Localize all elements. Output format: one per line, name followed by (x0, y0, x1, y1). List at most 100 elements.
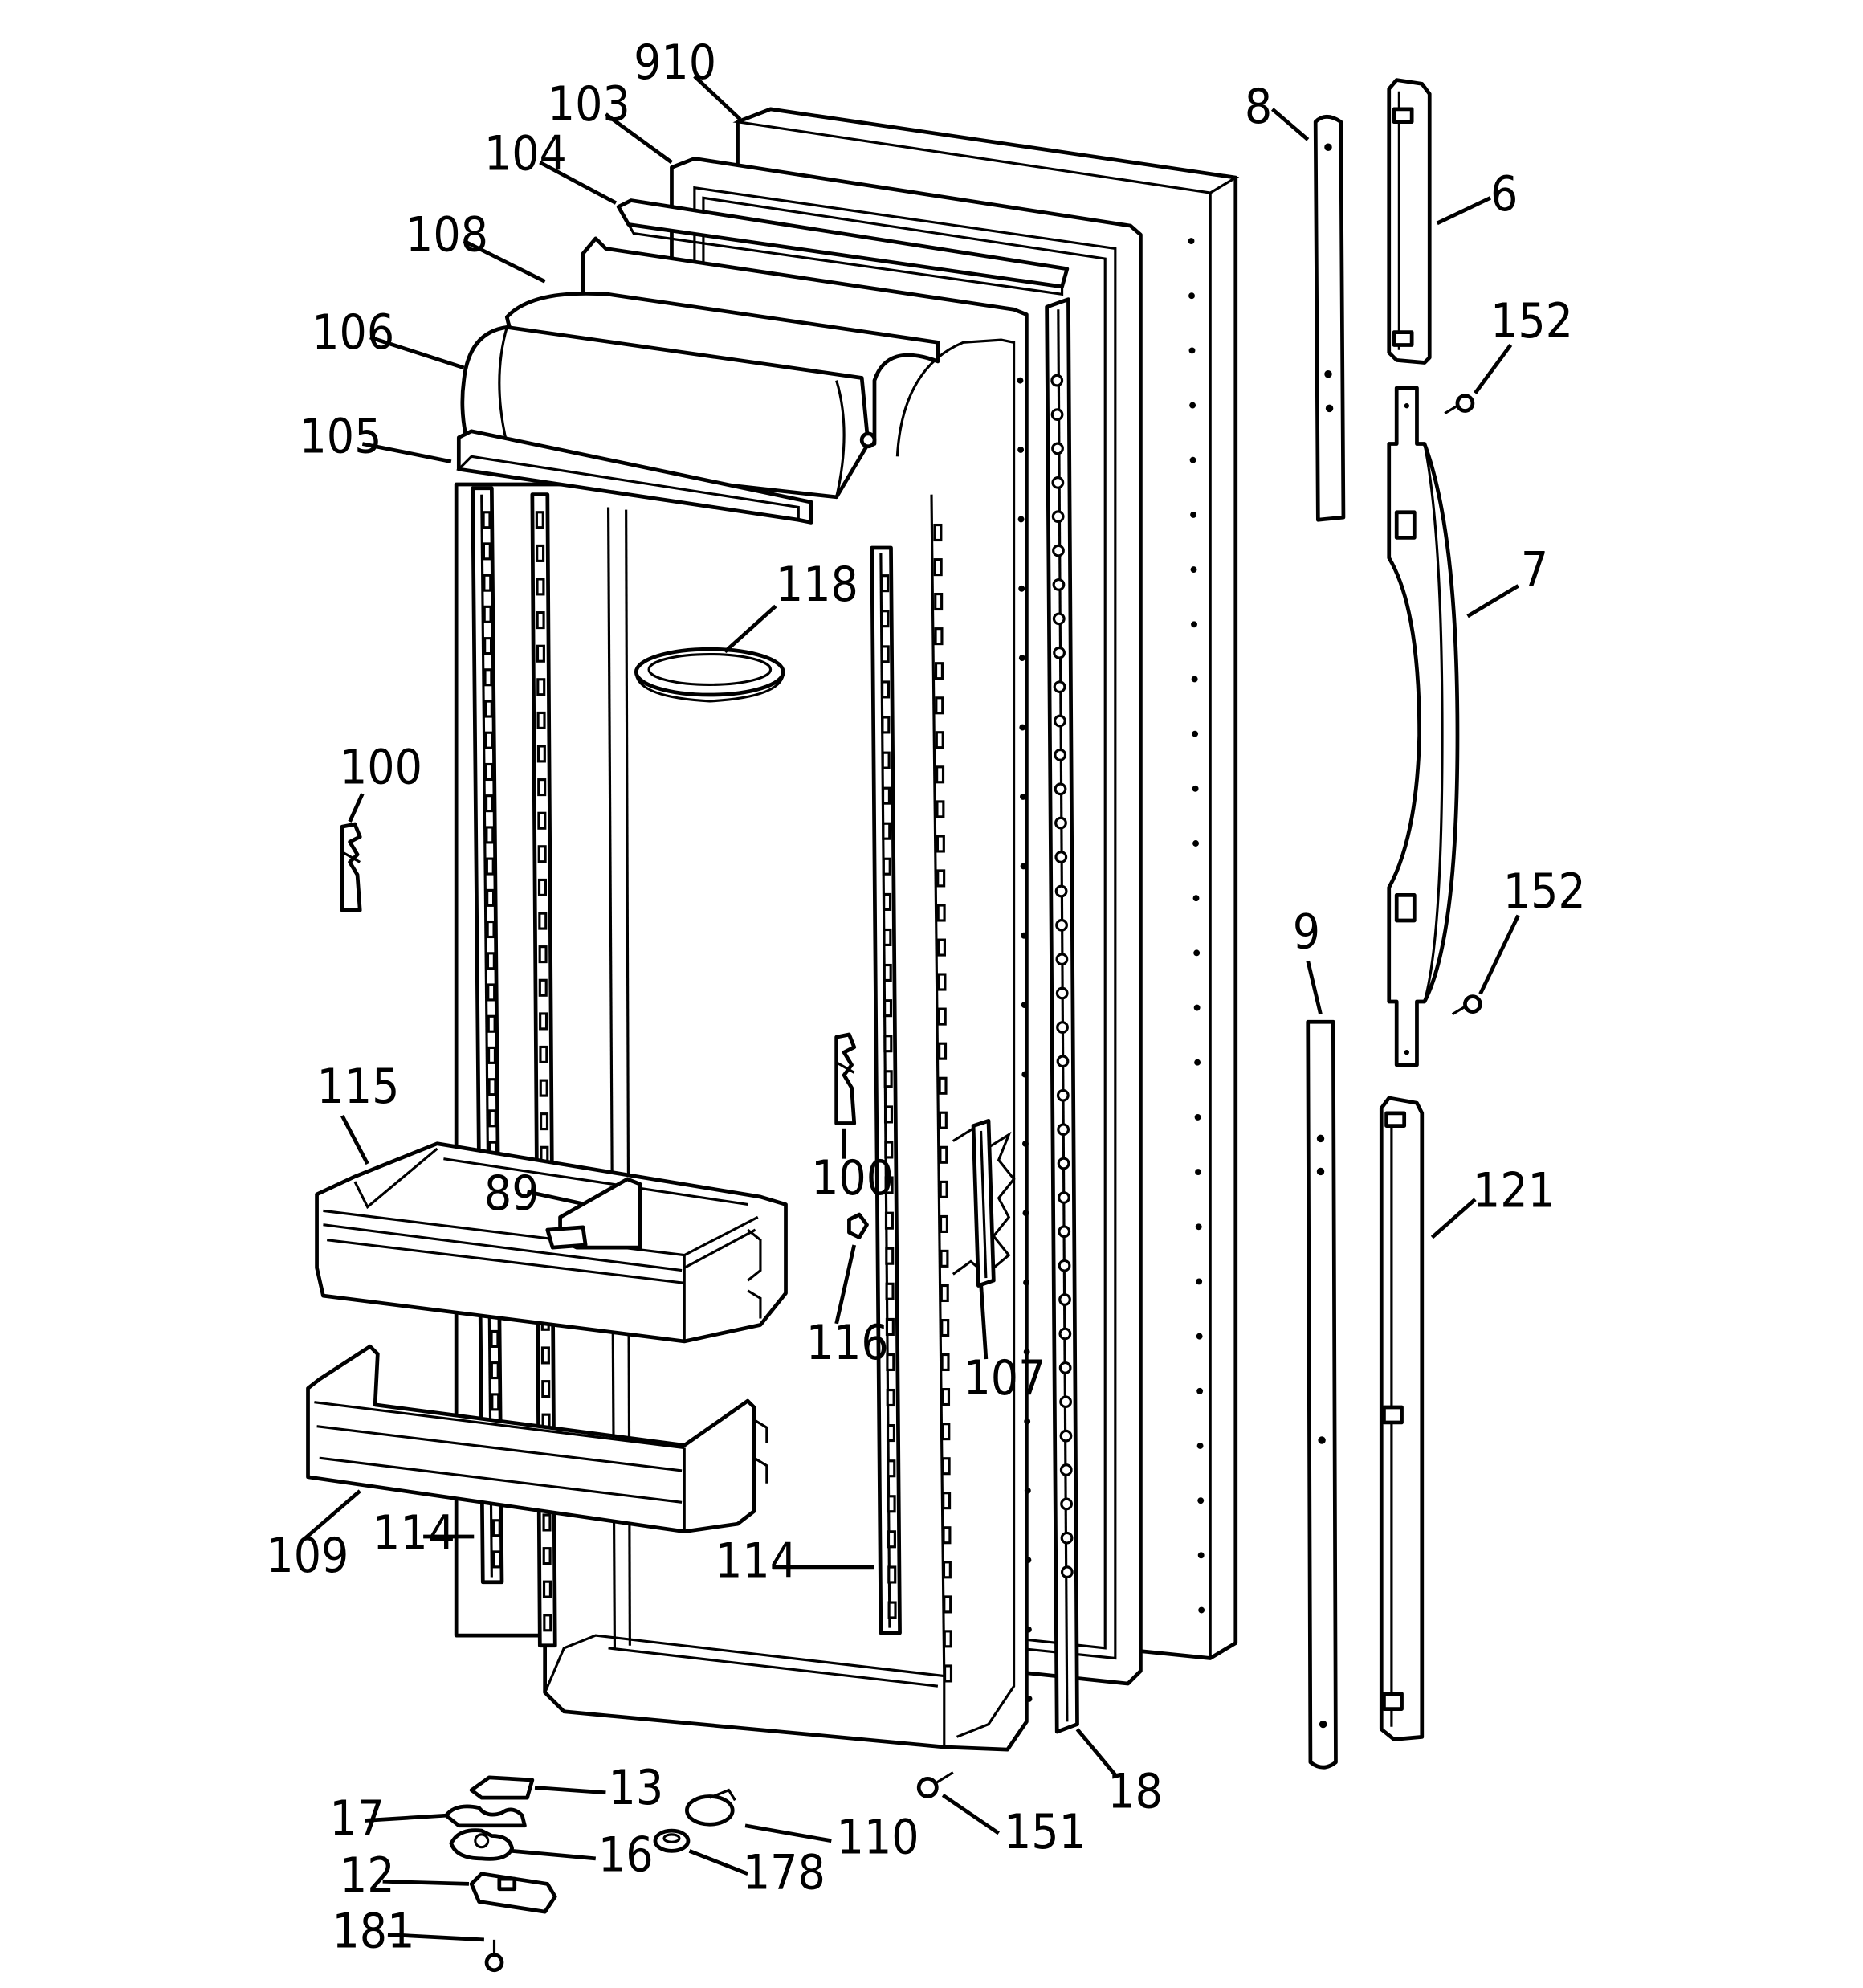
rail-slot (538, 912, 548, 930)
rail-slot (884, 1211, 894, 1230)
mounting-hole (1058, 1259, 1071, 1272)
callout-107: 107 (963, 1350, 1046, 1406)
callout-114-left: 114 (373, 1505, 455, 1561)
rail-slot (887, 1495, 896, 1513)
rail-slot (938, 1111, 948, 1129)
rail-slot (884, 1176, 894, 1194)
mounting-hole (1190, 511, 1197, 518)
mounting-hole (1051, 510, 1065, 524)
mounting-hole (1057, 1123, 1070, 1137)
rail-slot (540, 1346, 550, 1365)
rail-slot (883, 1035, 893, 1053)
callout-910: 910 (634, 35, 716, 91)
rail-slot (887, 1530, 896, 1549)
callout-100-center: 100 (811, 1150, 894, 1206)
rail-slot (482, 511, 491, 529)
mounting-hole (1058, 1327, 1072, 1341)
egg-tray (634, 647, 785, 703)
mounting-hole (1192, 730, 1199, 737)
lower-door-bin (306, 1344, 768, 1534)
rail-slot (536, 544, 545, 562)
callout-18: 18 (1107, 1764, 1163, 1820)
hinge-bushing (449, 1828, 514, 1861)
rail-slot (483, 700, 493, 718)
callout-6: 6 (1490, 166, 1518, 222)
callout-110: 110 (837, 1810, 919, 1866)
mounting-hole (1053, 646, 1066, 659)
handle-cap-upper (1387, 78, 1432, 365)
rail-slot (936, 869, 946, 888)
mounting-hole (1054, 782, 1067, 796)
rail-slot (885, 1282, 895, 1300)
rail-slot (881, 751, 891, 769)
rail-slot (485, 857, 495, 876)
rail-slot (886, 1353, 895, 1372)
rail-slot (536, 711, 546, 729)
rail-slot (537, 878, 548, 896)
rail-slot (881, 716, 891, 734)
rail-slot (492, 1550, 502, 1569)
callout-118: 118 (776, 557, 858, 613)
rail-slot (885, 1247, 895, 1265)
rail-slot (882, 822, 891, 840)
rail-slot (482, 542, 491, 561)
mounting-hole (1055, 918, 1068, 932)
mounting-hole (1059, 1395, 1073, 1409)
rail-slot (487, 1109, 497, 1128)
mounting-hole (1188, 347, 1196, 354)
mounting-hole (1021, 1071, 1029, 1078)
rail-slot (485, 826, 495, 844)
rail-slot (940, 1353, 950, 1372)
mounting-hole (1196, 1443, 1204, 1449)
hinge-screw (916, 1771, 954, 1798)
callout-labels: 910 103 104 108 106 105 118 100 100 115 … (266, 35, 1585, 1959)
mounting-hole (1192, 840, 1200, 847)
rail-slot (938, 1076, 948, 1095)
rail-slot (539, 1012, 548, 1031)
rail-slot (540, 1112, 549, 1131)
rail-slot (887, 1601, 897, 1619)
mounting-hole (1017, 516, 1025, 523)
callout-152-lower: 152 (1503, 863, 1586, 920)
mounting-hole (1060, 1531, 1074, 1545)
leader-lines (303, 75, 1520, 1942)
rail-slot (936, 765, 945, 784)
callout-151: 151 (1004, 1804, 1086, 1860)
rail-slot (941, 1457, 951, 1476)
right-rail-slots (880, 523, 953, 1683)
mounting-hole (1196, 1278, 1203, 1285)
handle-screw-lower (1451, 994, 1482, 1016)
mounting-hole (1191, 676, 1198, 683)
callout-109: 109 (266, 1528, 349, 1584)
mounting-hole (1024, 1487, 1031, 1494)
rail-slot (487, 983, 496, 1002)
mounting-hole (1056, 1055, 1070, 1068)
rail-slot (882, 857, 891, 876)
rail-slot (936, 938, 946, 957)
rail-slot (883, 928, 892, 947)
rail-slot (486, 920, 495, 939)
shelf-clip-left (340, 822, 362, 912)
rail-slot (934, 627, 944, 646)
rail-slot (538, 945, 548, 964)
mounting-hole (1018, 585, 1025, 592)
rail-slot (484, 794, 495, 813)
mounting-hole (1052, 612, 1066, 626)
rail-slot (487, 1078, 497, 1096)
rail-slot (886, 1423, 896, 1443)
mounting-hole (1188, 292, 1195, 300)
callout-181: 181 (332, 1903, 414, 1959)
mounting-hole (1051, 442, 1064, 455)
mounting-hole (1023, 1279, 1029, 1286)
rail-slot (543, 1614, 552, 1632)
callout-108: 108 (406, 207, 488, 263)
rail-slot (486, 888, 495, 907)
rail-slot (536, 678, 546, 696)
rail-slot (943, 1664, 953, 1683)
mounting-hole (1050, 374, 1064, 387)
rail-slot (939, 1214, 948, 1233)
rail-slot (940, 1319, 950, 1337)
retainer-clip (847, 1212, 869, 1239)
outer-panel-holes (1017, 238, 1205, 1702)
mounting-hole (1196, 1387, 1204, 1394)
